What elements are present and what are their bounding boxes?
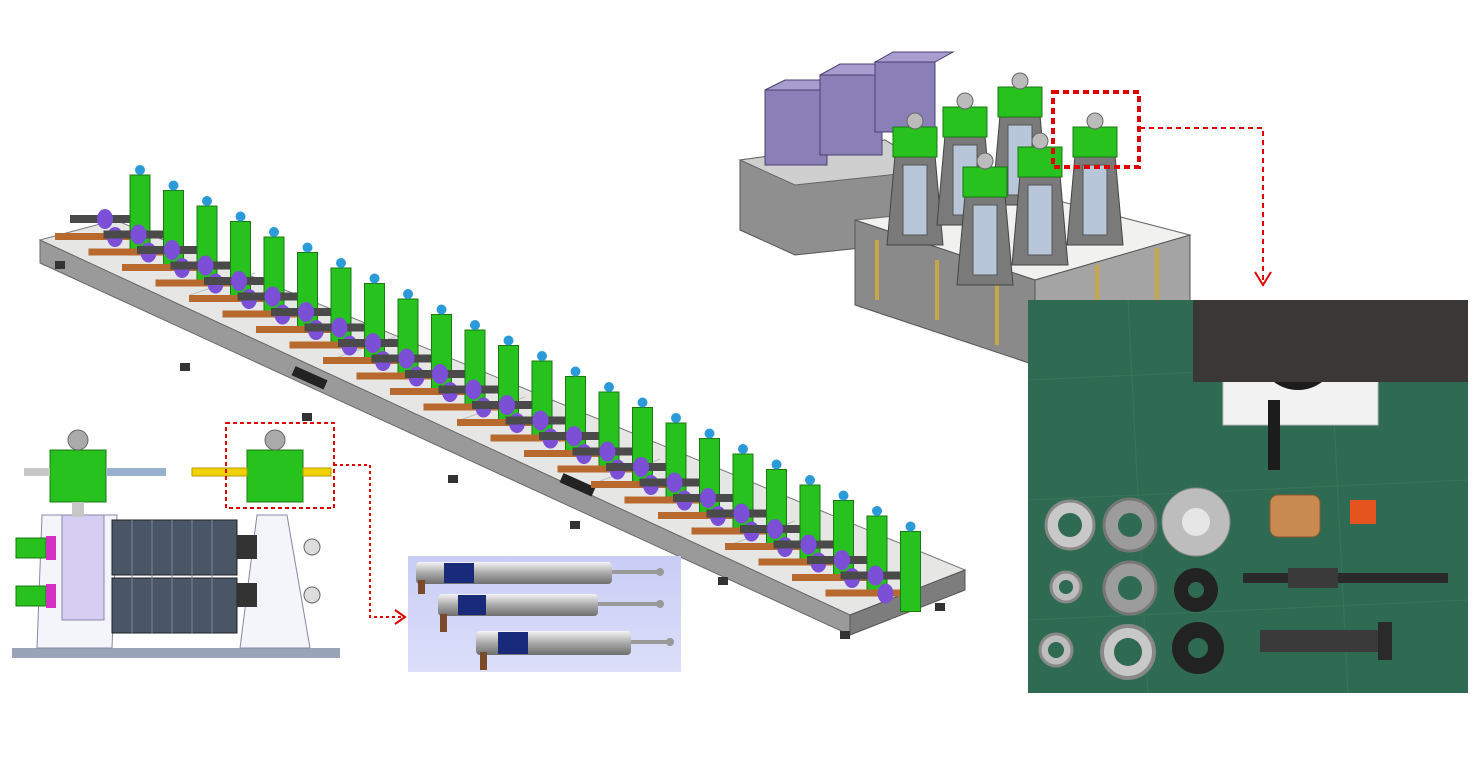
position-sensors (416, 562, 674, 670)
sensor-1 (416, 562, 664, 594)
bronze-gear (1269, 494, 1321, 538)
compact-stand (1066, 112, 1124, 246)
dashed-arrow-right-icon (334, 464, 407, 625)
photo-background-band (1193, 300, 1468, 382)
dashed-arrow-down-icon (1140, 127, 1272, 287)
sensor-3 (476, 631, 674, 670)
upper-roll (111, 519, 238, 576)
compact-stand (1011, 132, 1069, 266)
gearbox-group (764, 51, 955, 166)
lower-roll (111, 577, 238, 634)
stand-front-view (12, 422, 340, 658)
worm-shaft (1243, 568, 1448, 588)
position-sensor-panel (408, 556, 681, 672)
screw-shaft (1260, 622, 1392, 660)
thrust-bearings (1038, 487, 1231, 680)
red-sensor (1350, 500, 1376, 524)
highlight-box (1051, 90, 1141, 169)
compact-stand (956, 152, 1014, 286)
mill-stand (825, 521, 921, 612)
sensor-2 (438, 594, 664, 632)
compact-stand (886, 112, 944, 246)
forming-mill-line-drawing (38, 165, 967, 639)
right-housing (239, 514, 311, 649)
